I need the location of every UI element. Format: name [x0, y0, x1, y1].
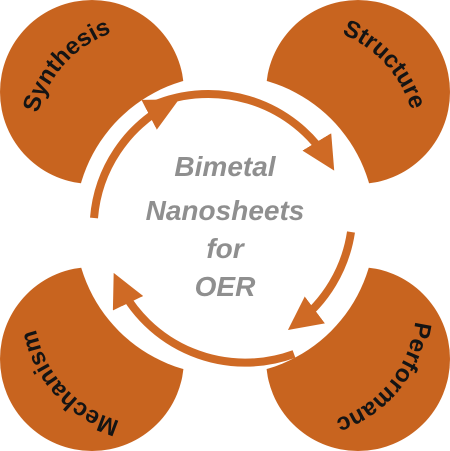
cycle-arrow-bottom — [112, 272, 296, 367]
cycle-arrow-left — [90, 99, 179, 219]
center-line-2: Nanosheets — [146, 195, 305, 226]
cycle-arrow-right — [287, 231, 355, 331]
center-line-3: for — [206, 233, 245, 264]
center-line-4: OER — [195, 271, 256, 302]
center-line-1: Bimetal — [174, 151, 276, 182]
cycle-arrow-top — [145, 89, 335, 171]
